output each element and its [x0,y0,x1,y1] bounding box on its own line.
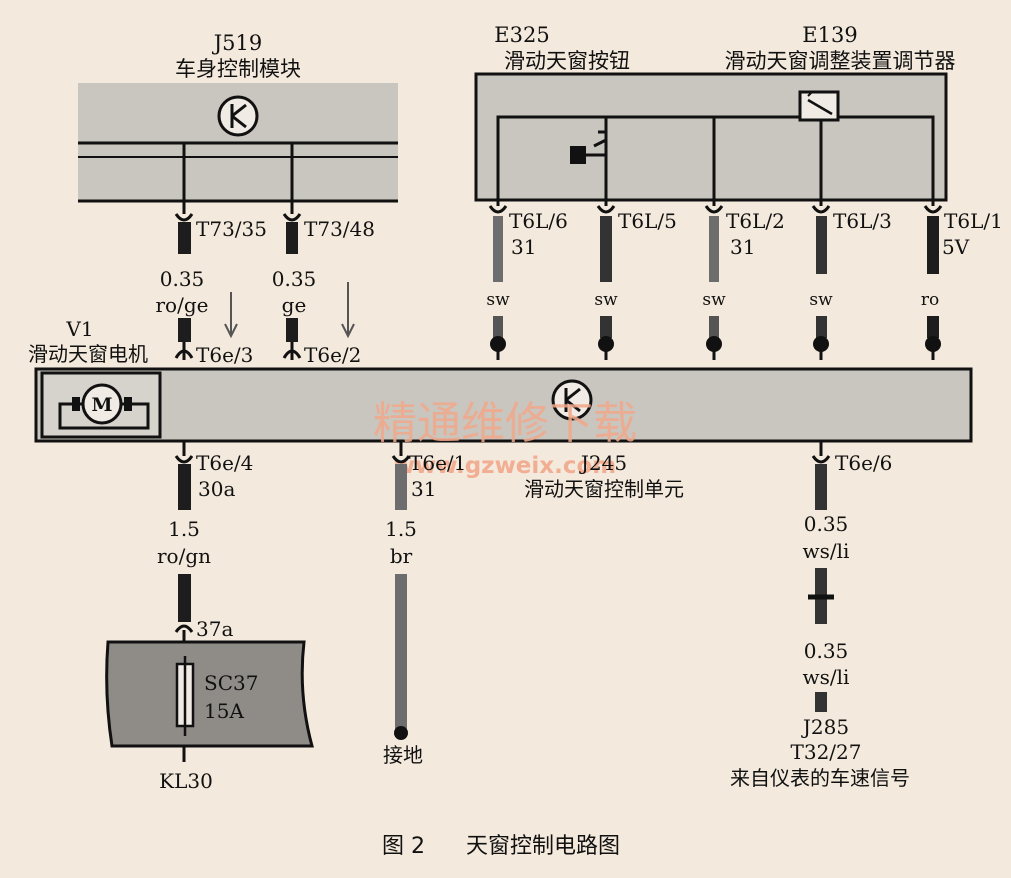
pin-t6e-1-signal: 31 [411,477,436,501]
wire-color-sw-2: sw [594,290,618,310]
watermark-cn: 精通维修下载 [373,398,637,449]
pin-t6l-1: T6L/1 [944,209,1003,233]
figure-caption: 图 2 天窗控制电路图 [382,834,620,859]
pin-37a: 37a [196,617,233,641]
wires-into-j245: T6e/3 T6e/2 [174,282,941,367]
v1-name: 滑动天窗电机 [28,342,148,366]
wire-size-ground: 1.5 [385,517,417,541]
j285-pin: T32/27 [791,740,862,764]
wire-size-1: 0.35 [160,267,205,291]
fuse-icon [175,656,195,736]
hall-sensor-icon [798,90,840,122]
wire-color-speed-a: ws/li [803,539,850,563]
wire-color-sw-1: sw [486,290,510,310]
pin-t6l-6-signal: 31 [511,235,536,259]
control-unit-symbol-icon [551,379,593,421]
fuse-box: SC37 15A [105,640,314,748]
pin-t73-48: T73/48 [304,217,375,241]
j519-module: J519 车身控制模块 [78,31,398,214]
e325-name: 滑动天窗按钮 [504,49,630,73]
wire-color-1: ro/ge [156,293,209,317]
wire-color-sw-3: sw [702,290,726,310]
figure-title: 天窗控制电路图 [466,834,620,859]
pin-t6l-2-signal: 31 [730,235,755,259]
wire-size-2: 0.35 [272,267,317,291]
figure-number: 图 2 [382,834,425,859]
ground-label: 接地 [383,743,423,767]
wire-size-speed-b: 0.35 [804,639,849,663]
pin-t6l-5: T6L/5 [618,209,677,233]
e139-code: E139 [802,23,857,47]
e325-code: E325 [494,23,549,47]
kl30-label: KL30 [159,769,213,793]
pin-t6e-3: T6e/3 [196,343,253,367]
wire-size-speed-a: 0.35 [804,512,849,536]
pin-t6e-1: T6e/1 [409,451,466,475]
wire-color-ground: br [390,544,413,568]
wire-color-speed-b: ws/li [803,665,850,689]
pin-t6l-3: T6L/3 [833,209,892,233]
upper-connectors: T73/35 T73/48 T6L/6 31 T6L/5 T6L/2 31 T6… [174,205,1003,282]
pin-t6e-6: T6e/6 [835,451,892,475]
wire-color-sw-4: sw [809,290,833,310]
lower-connectors: T6e/4 30a T6e/1 31 T6e/6 [174,441,892,510]
j245-module: M [34,367,973,443]
e139-name: 滑动天窗调整装置调节器 [725,49,956,73]
wire-color-30a: ro/gn [157,544,211,568]
motor-icon: M [58,383,150,430]
motor-symbol: M [91,394,112,416]
pin-t6e-4-signal: 30a [198,477,235,501]
j519-name: 车身控制模块 [175,57,301,81]
pin-t6l-6: T6L/6 [509,209,568,233]
pin-t6l-2: T6L/2 [726,209,785,233]
wire-color-2: ge [282,293,307,317]
pin-t6e-4: T6e/4 [196,451,253,475]
wire-color-ro: ro [921,290,939,310]
connector-icon [174,205,943,222]
pin-t73-35: T73/35 [196,217,267,241]
wire-size-30a: 1.5 [168,517,200,541]
upper-wire-labels: 0.35 ro/ge 0.35 ge sw sw sw sw ro [156,267,940,317]
speed-signal-wire: 0.35 ws/li 0.35 ws/li J285 T32/27 来自仪表的车… [730,512,910,790]
j285-code: J285 [801,715,849,739]
j519-code: J519 [212,31,263,55]
watermark-url: www.gzweix.com [394,453,617,479]
fuse-code: SC37 [204,671,258,695]
j245-name: 滑动天窗控制单元 [524,477,684,501]
e325-e139-module: E325 滑动天窗按钮 E139 滑动天窗调整装置调节器 [474,23,956,206]
pin-t6l-1-signal: 5V [942,235,970,259]
signal-arrow-icon [224,282,355,339]
control-unit-symbol-icon [217,95,259,137]
ground-wire: 1.5 br 接地 [383,517,423,767]
ground-point-icon [394,726,408,740]
pin-t6e-2: T6e/2 [304,343,361,367]
fuse-rating: 15A [204,699,244,723]
j245-code: J245 [579,451,627,475]
push-button-switch-icon [570,117,608,206]
j285-desc: 来自仪表的车速信号 [730,766,910,790]
v1-code: V1 [65,317,93,341]
